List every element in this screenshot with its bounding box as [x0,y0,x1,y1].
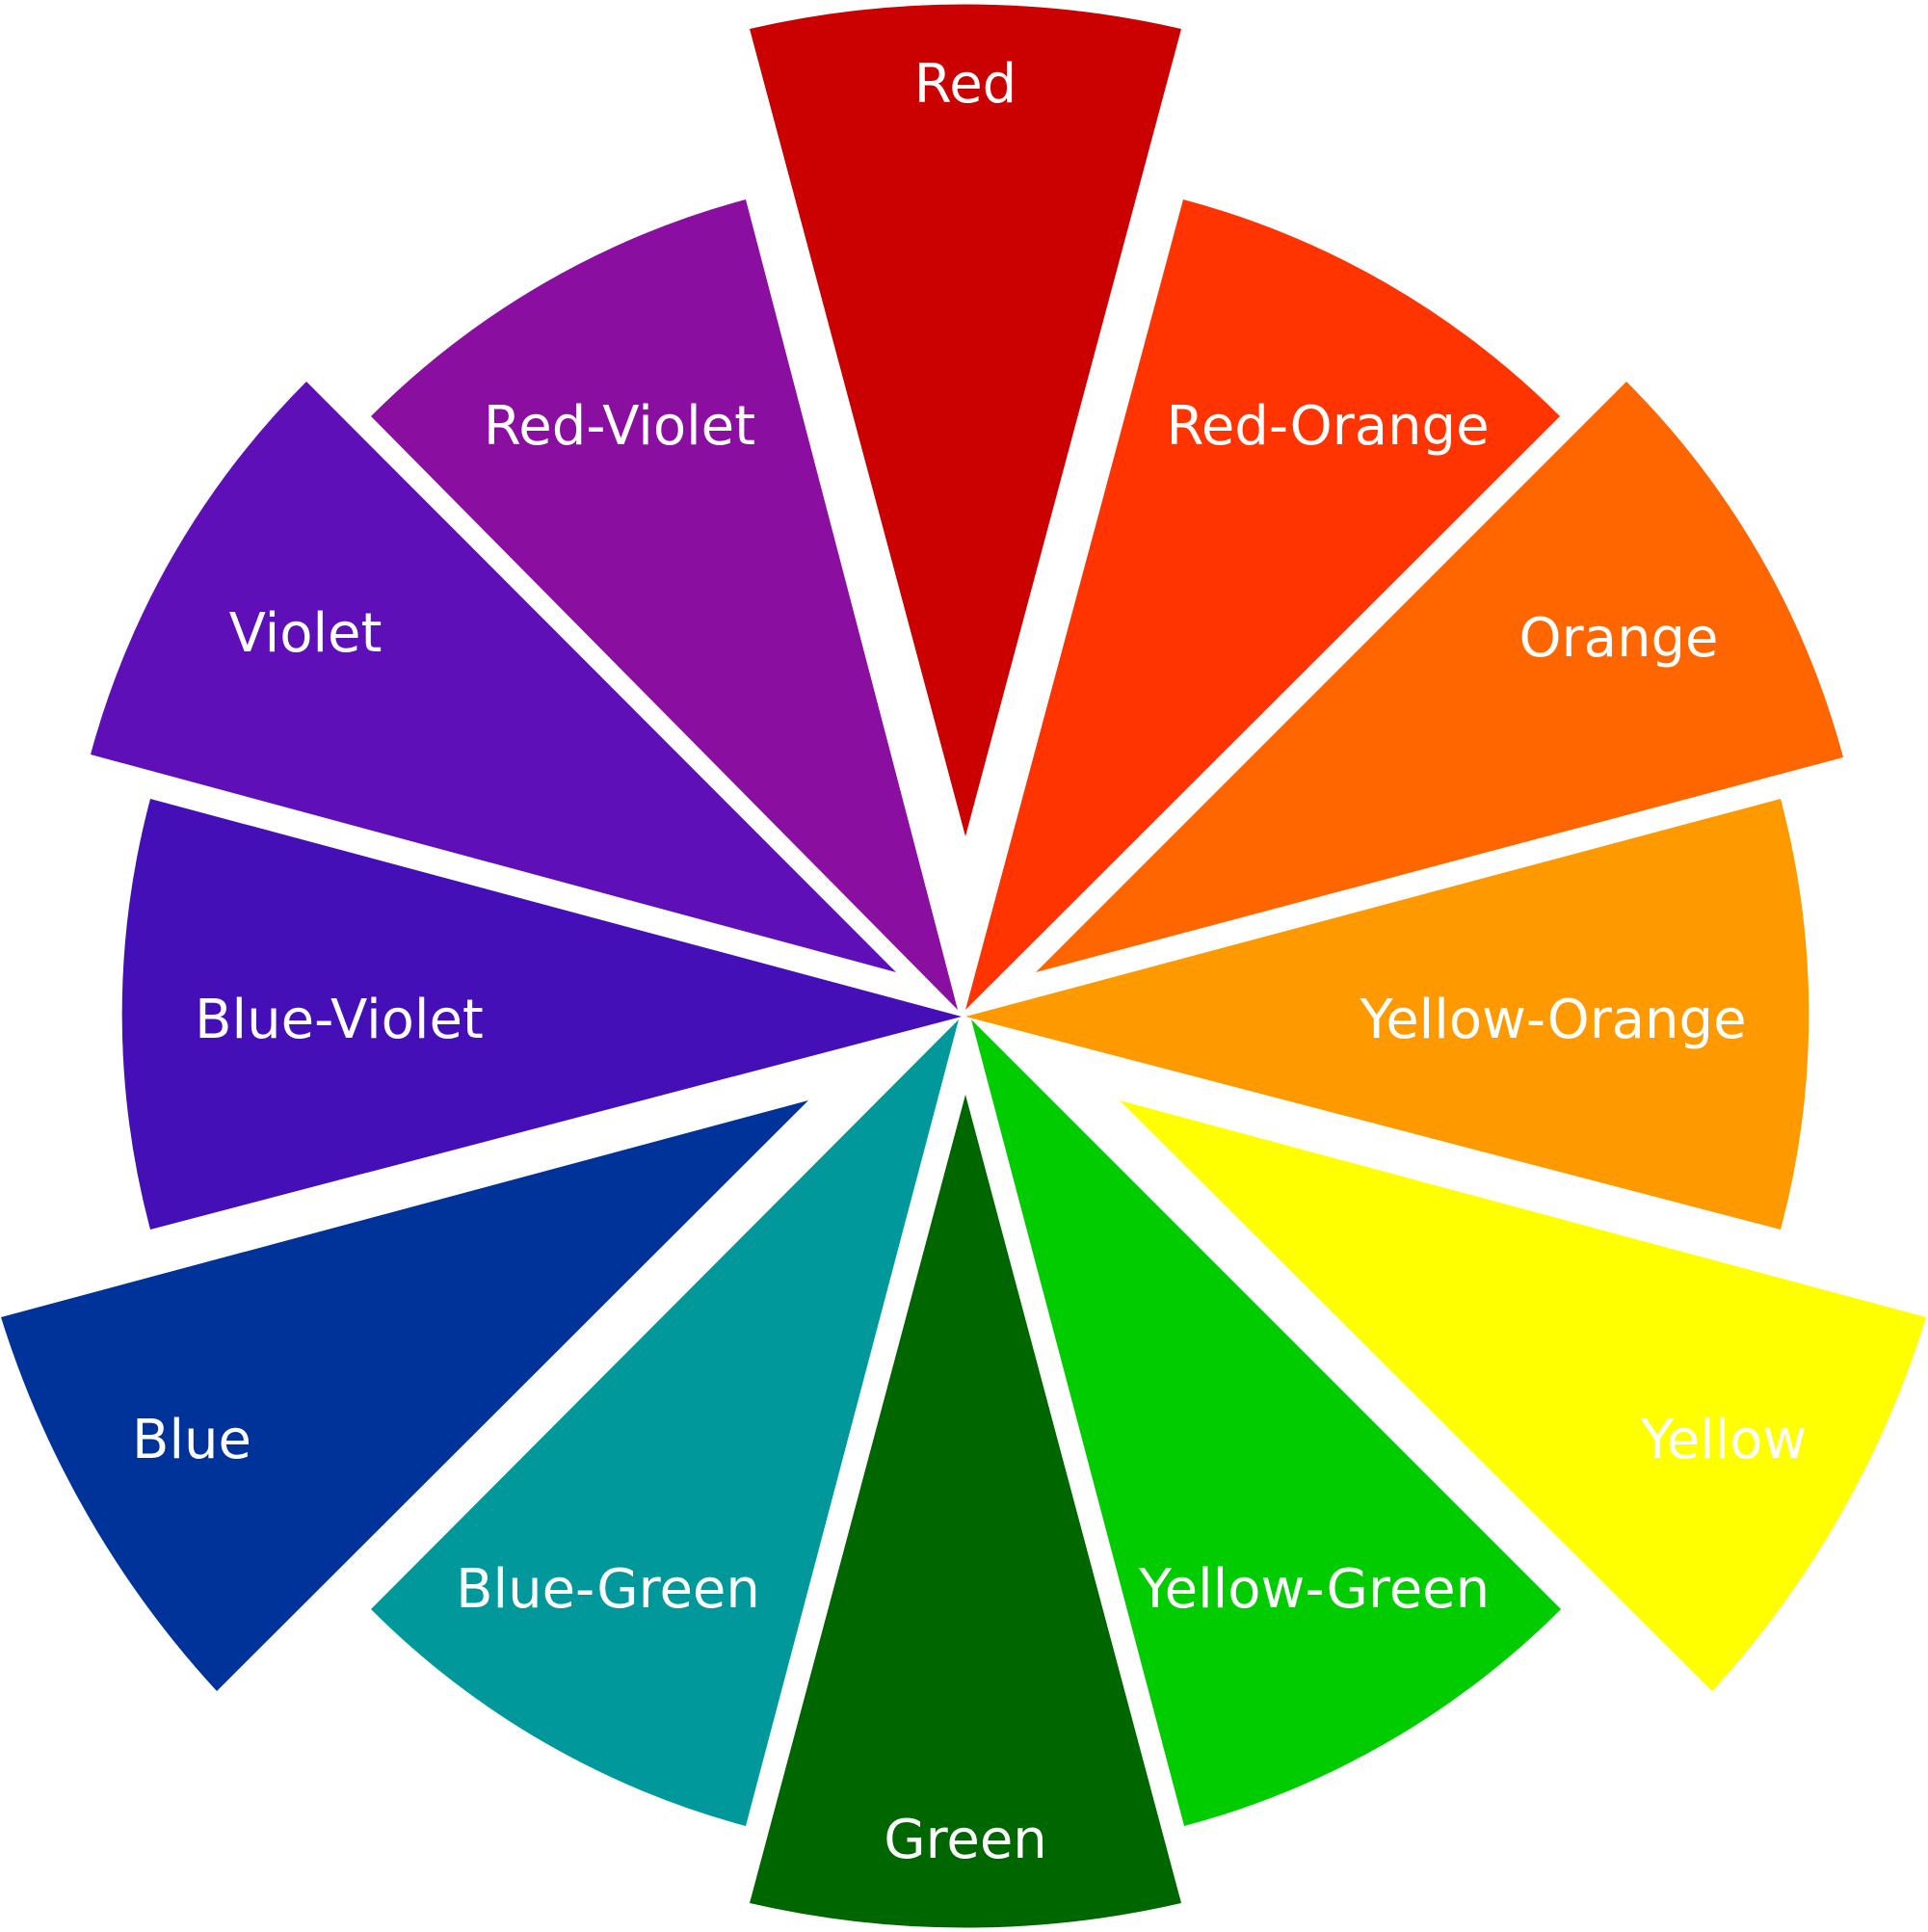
wedge-blue-shape [1,1100,808,1691]
wedge-red: Red [750,4,1181,836]
wedge-red-violet-shape [371,199,958,1010]
wedge-violet-label: Violet [229,602,383,665]
wedge-green-shape [750,1095,1181,1928]
wedge-yellow: Yellow [1120,1100,1926,1691]
wedge-violet-shape [91,382,896,972]
wedge-red-label: Red [914,53,1017,116]
wedge-red-orange-label: Red-Orange [1166,395,1489,458]
wedge-violet: Violet [91,382,896,972]
wedge-yellow-green-label: Yellow-Green [1138,1558,1490,1621]
wedge-red-violet-label: Red-Violet [484,395,755,458]
wedge-yellow-green-shape [971,1019,1561,1826]
wedge-blue-green-shape [371,1019,959,1826]
wedge-red-orange-shape [965,199,1560,1010]
wedge-yellow-orange-label: Yellow-Orange [1359,989,1746,1051]
wedge-yellow-shape [1120,1100,1926,1691]
wedge-green-label: Green [884,1809,1047,1871]
wedge-blue-violet: Blue-Violet [121,799,963,1230]
wedge-orange-label: Orange [1519,607,1719,670]
wedge-yellow-orange: Yellow-Orange [965,799,1809,1230]
wedge-red-violet: Red-Violet [371,199,958,1010]
wedge-yellow-orange-shape [965,799,1809,1230]
wedge-red-shape [750,4,1181,836]
wedge-blue-label: Blue [132,1409,251,1471]
wedge-orange: Orange [1036,382,1843,972]
wedge-yellow-label: Yellow [1640,1409,1807,1471]
wedge-blue-violet-shape [121,799,963,1230]
wedge-red-orange: Red-Orange [965,199,1560,1010]
wedge-blue-violet-label: Blue-Violet [195,989,484,1051]
wedge-blue-green: Blue-Green [371,1019,959,1826]
wedge-orange-shape [1036,382,1843,972]
wedge-blue-green-label: Blue-Green [456,1558,760,1621]
wedge-blue: Blue [1,1100,808,1691]
wedge-green: Green [750,1095,1181,1928]
wedge-yellow-green: Yellow-Green [971,1019,1561,1826]
